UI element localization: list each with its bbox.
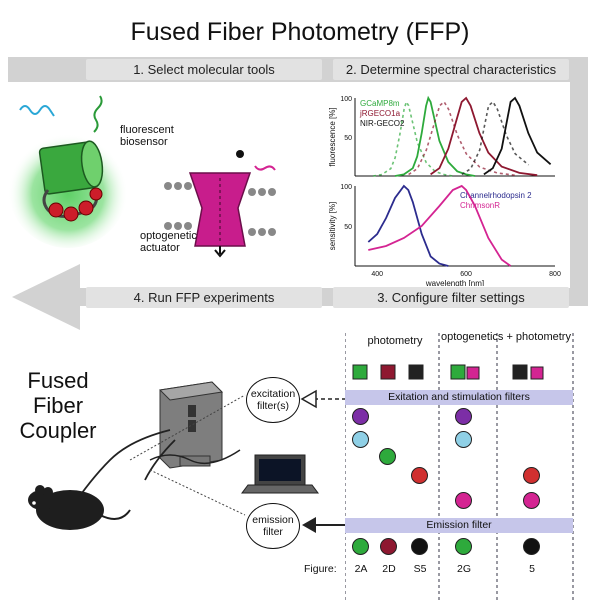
optogenetic-actuator-label: optogenetic actuator <box>140 230 197 254</box>
excitation-spectrum-line <box>461 100 530 176</box>
filter-circle-magenta <box>523 492 540 509</box>
filter-circle-lightblue <box>455 431 472 448</box>
excitation-bar: Exitation and stimulation filters <box>345 390 573 405</box>
figure-ref: 2A <box>354 563 368 575</box>
filter-circle-purple <box>352 408 369 425</box>
y-tick-label: 100 <box>340 184 352 191</box>
emission-circle-black <box>411 538 428 555</box>
spectra-charts: 100 50 fluorescence [%] GCaMP8mjRGECO1aNIR-… <box>328 95 561 288</box>
y-tick-label: 100 <box>340 96 352 103</box>
legend-entry: ChrimsonR <box>460 201 500 210</box>
legend-entry: NIR-GECO2 <box>360 119 405 128</box>
fluorescent-biosensor-label: fluorescent biosensor <box>120 124 174 148</box>
x-tick-label: 600 <box>460 271 472 278</box>
step-3-label: 3. Configure filter settings <box>333 287 569 308</box>
series-line <box>367 184 449 267</box>
filter-circle-red <box>523 467 540 484</box>
filter-circle-green <box>379 448 396 465</box>
figure-ref: 2G <box>456 563 471 575</box>
figure-ref: 5 <box>529 563 535 575</box>
emission-circle-black <box>523 538 540 555</box>
setup-illustration <box>28 381 319 530</box>
y-axis-label: fluorescence [%] <box>328 107 337 166</box>
y-axis-label: sensitivity [%] <box>328 202 337 250</box>
filter-circle-purple <box>455 408 472 425</box>
filter-circle-red <box>411 467 428 484</box>
filter-circle-magenta <box>455 492 472 509</box>
emission-circle-darkred <box>380 538 397 555</box>
biosensor-illustration <box>8 95 128 248</box>
series-line <box>368 184 512 267</box>
emission-circle-green <box>455 538 472 555</box>
photometry-header: photometry <box>367 335 423 347</box>
emission-filter-oval: emission filter <box>246 503 300 549</box>
filter-grid: photometry optogenetics + photometry Exi… <box>345 331 575 600</box>
filter-arrows <box>300 389 345 533</box>
y-tick-label: 50 <box>344 224 352 231</box>
figure-ref: 2D <box>382 563 396 575</box>
figure-ref: S5 <box>413 563 427 575</box>
y-tick-label: 50 <box>344 135 352 142</box>
series-line <box>483 96 552 176</box>
excitation-filter-oval: excitation filter(s) <box>246 377 300 423</box>
x-tick-label: 800 <box>549 271 561 278</box>
step-2-label: 2. Determine spectral characteristics <box>333 59 569 80</box>
page-title: Fused Fiber Photometry (FFP) <box>130 18 470 46</box>
step-4-label: 4. Run FFP experiments <box>86 287 322 308</box>
legend-entry: Channelrhodopsin 2 <box>460 191 532 200</box>
actuator-illustration <box>164 150 276 258</box>
figure-label: Figure: <box>304 563 337 575</box>
step-1-label: 1. Select molecular tools <box>86 59 322 80</box>
legend-entry: GCaMP8m <box>360 99 400 108</box>
excitation-spectrum-line <box>372 99 454 177</box>
legend-entry: jRGECO1a <box>359 109 401 118</box>
filter-circle-lightblue <box>352 431 369 448</box>
emission-bar: Emission filter <box>345 518 573 533</box>
emission-circle-green <box>352 538 369 555</box>
x-tick-label: 400 <box>371 271 383 278</box>
grid-dividers <box>345 333 574 600</box>
fused-fiber-coupler-label: Fused Fiber Coupler <box>19 368 97 443</box>
series-line <box>394 95 476 177</box>
x-axis-label: wavelength [nm] <box>425 279 484 286</box>
optogenetics-header: optogenetics + photometry <box>441 331 571 343</box>
series-line <box>430 96 538 177</box>
